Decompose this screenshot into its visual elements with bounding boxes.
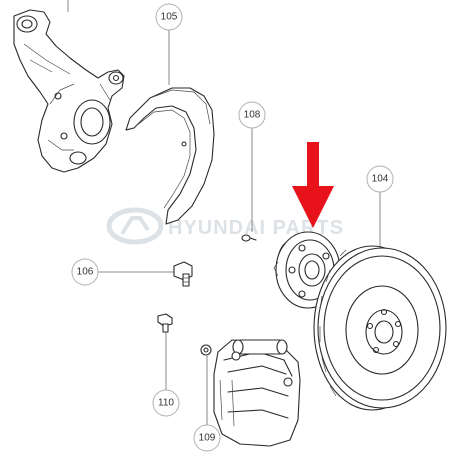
callout-105[interactable]: 105 <box>155 3 183 31</box>
callout-109-label: 109 <box>199 433 216 444</box>
watermark-logo-icon <box>106 207 164 245</box>
callout-110[interactable]: 110 <box>152 389 180 417</box>
brake-caliper-icon <box>213 339 301 447</box>
callout-106-label: 106 <box>77 267 94 278</box>
callout-104[interactable]: 104 <box>366 165 394 193</box>
callout-109[interactable]: 109 <box>193 424 221 452</box>
watermark-logo-mark <box>120 216 150 236</box>
callout-104-label: 104 <box>372 174 389 185</box>
indicator-arrow-icon <box>292 142 334 228</box>
dust-shield-icon <box>125 87 215 225</box>
washer-icon <box>200 344 212 356</box>
callout-108[interactable]: 108 <box>238 101 266 129</box>
callout-108-label: 108 <box>244 110 261 121</box>
leader-lines <box>67 0 381 426</box>
callout-110-label: 110 <box>158 398 174 409</box>
bolt-icon <box>173 261 193 287</box>
steering-knuckle-icon <box>13 9 125 173</box>
screw-icon <box>241 234 257 242</box>
callout-106[interactable]: 106 <box>71 258 99 286</box>
caliper-bolt-icon <box>157 313 173 333</box>
brake-disc-icon <box>313 245 447 411</box>
callout-105-label: 105 <box>161 12 178 23</box>
